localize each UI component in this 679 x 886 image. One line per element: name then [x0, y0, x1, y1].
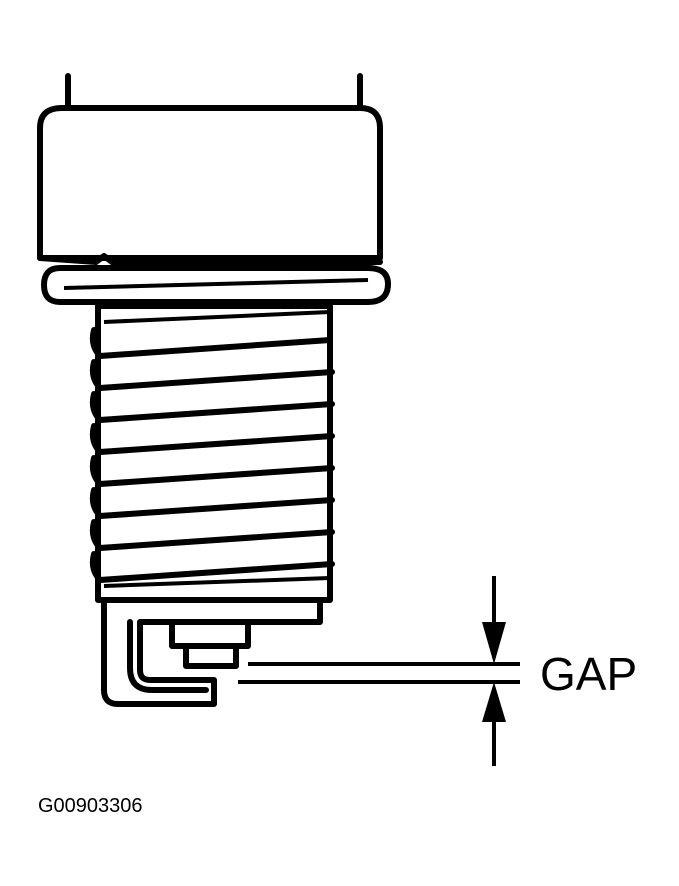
shell-bottom	[101, 597, 323, 707]
threads	[89, 310, 335, 588]
ground-electrode	[127, 619, 209, 693]
hex-body	[37, 105, 383, 261]
arrow-up-head	[482, 682, 506, 722]
gasket-inner-line	[63, 278, 369, 290]
figure-code: G00903306	[38, 795, 143, 817]
center-electrode	[183, 643, 239, 669]
gap-label: GAP	[540, 648, 637, 700]
threaded-shell	[95, 303, 333, 603]
insulator-tip	[169, 619, 251, 649]
gasket-ring	[41, 265, 391, 305]
hex-shoulder	[37, 253, 383, 265]
arrow-down-head	[482, 622, 506, 664]
